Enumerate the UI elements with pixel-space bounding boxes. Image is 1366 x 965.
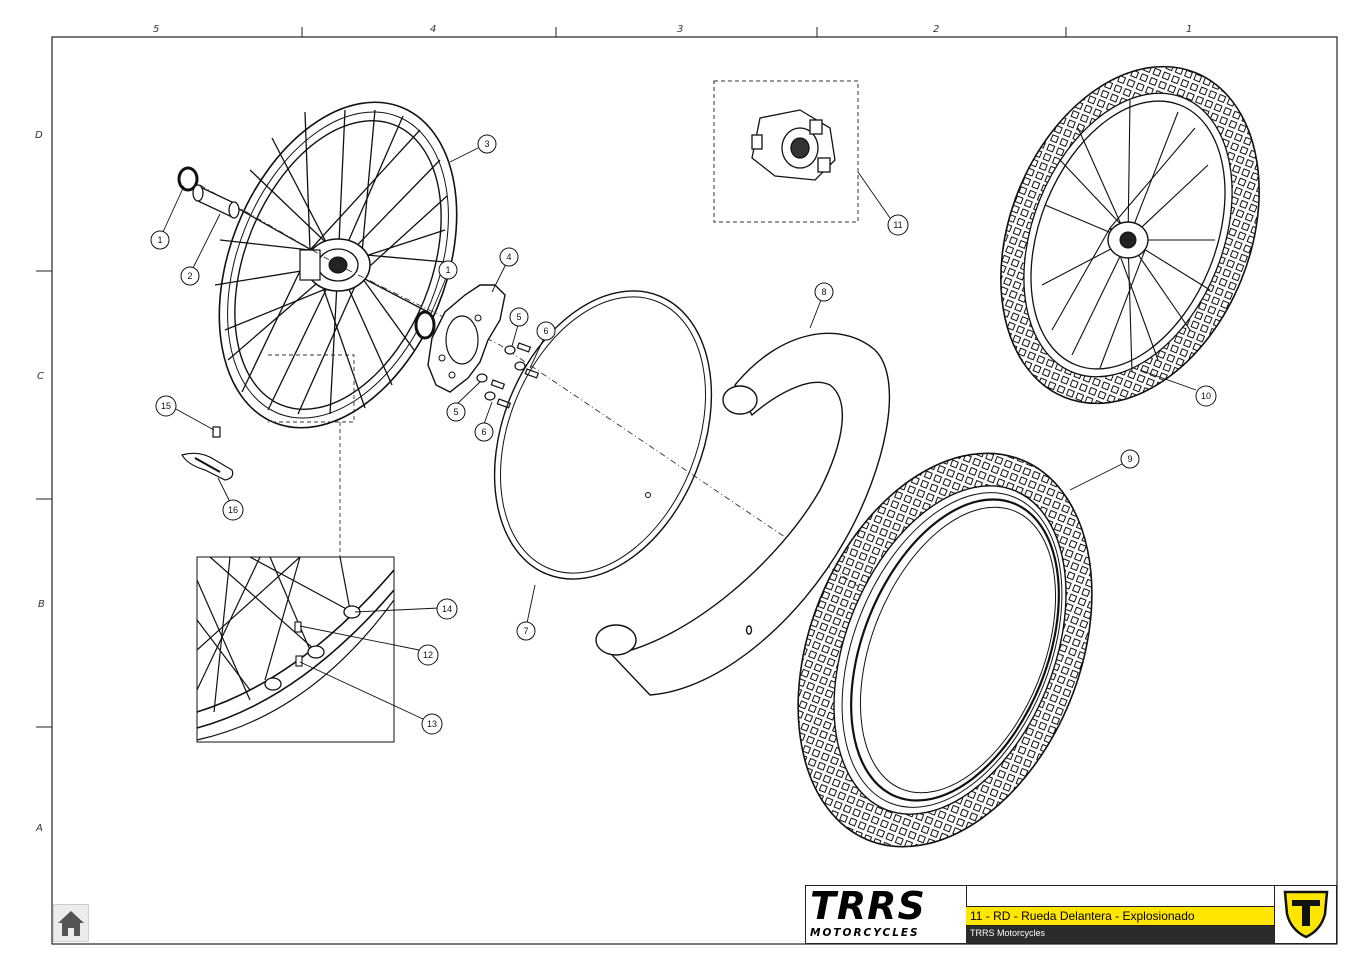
assembled-wheel [1000,65,1260,405]
logo-subtext: MOTORCYCLES [810,927,920,939]
leader-lines [162,147,1197,720]
svg-text:5: 5 [453,407,458,417]
callout-16 [222,499,244,521]
svg-text:15: 15 [161,401,171,411]
column-label-1: 1 [1186,24,1193,35]
detail-link [268,354,355,557]
svg-text:2: 2 [187,271,192,281]
company-bar: TRRS Motorcycles [966,926,1274,943]
callout-2 [180,266,200,286]
callout-8 [814,282,834,302]
callout-15 [155,395,177,417]
trrs-logo: TRRS MOTORCYCLES [806,884,967,943]
callout-4 [499,247,519,267]
svg-text:10: 10 [1201,391,1211,401]
bearing-right [414,310,436,340]
home-button[interactable] [53,904,89,942]
disc-bolts [476,342,540,409]
column-label-4: 4 [430,24,437,35]
bearing-spacer [177,166,240,219]
company-name: TRRS Motorcycles [970,928,1046,938]
callout-5b [446,402,466,422]
row-ticks [36,270,52,728]
callout-13 [421,713,443,735]
svg-text:7: 7 [523,626,528,636]
column-label-2: 2 [933,24,940,35]
svg-text:12: 12 [423,650,433,660]
callout-7 [516,621,536,641]
callout-6a [536,321,556,341]
svg-text:16: 16 [228,505,238,515]
row-label-b: B [38,599,45,610]
home-icon [58,911,84,936]
rim-band [493,290,713,580]
spoke-detail-box [196,556,395,743]
callout-circles [150,134,1217,735]
title-block: TRRS MOTORCYCLES 11 - RD - Rueda Delante… [805,884,1337,944]
column-label-5: 5 [153,24,160,35]
valve-part [181,426,234,481]
hub-detail-box [713,80,859,223]
svg-text:6: 6 [543,326,548,336]
row-label-c: C [37,371,44,382]
emblem-cell [1274,886,1337,943]
callout-6b [474,422,494,442]
svg-text:13: 13 [427,719,437,729]
logo-text: TRRS [810,884,926,928]
callout-11 [887,214,909,236]
row-label-d: D [35,130,43,141]
callout-labels: 1 2 3 1 4 5 6 5 6 7 8 9 10 11 12 13 14 1… [157,139,1211,729]
brake-disc [427,284,506,393]
inner-tube [595,332,891,696]
svg-text:11: 11 [893,220,902,230]
spoke-detail [196,556,395,741]
drawing-border [51,36,1338,945]
svg-text:1: 1 [445,265,450,275]
svg-text:4: 4 [506,252,511,262]
row-label-a: A [36,823,43,834]
svg-text:8: 8 [821,287,826,297]
drawing-title-bar: 11 - RD - Rueda Delantera - Explosionado [966,906,1274,926]
callout-10 [1195,385,1217,407]
callout-12 [417,644,439,666]
svg-text:9: 9 [1127,454,1132,464]
callout-5a [509,307,529,327]
callout-3 [477,134,497,154]
column-ticks [301,27,1067,37]
svg-text:1: 1 [157,235,162,245]
callout-9 [1120,449,1140,469]
drawing-title: 11 - RD - Rueda Delantera - Explosionado [970,909,1195,923]
svg-text:3: 3 [484,139,489,149]
callout-14 [436,598,458,620]
trrs-shield-emblem-icon [1283,890,1329,939]
svg-text:6: 6 [481,427,486,437]
column-label-3: 3 [677,24,684,35]
svg-text:5: 5 [516,312,521,322]
title-cell: 11 - RD - Rueda Delantera - Explosionado… [966,886,1274,943]
svg-text:14: 14 [442,604,452,614]
axle-centerline [199,184,961,656]
hub-detail [751,109,836,181]
callout-1a [150,230,170,250]
callout-1b [438,260,458,280]
tyre [797,452,1093,848]
